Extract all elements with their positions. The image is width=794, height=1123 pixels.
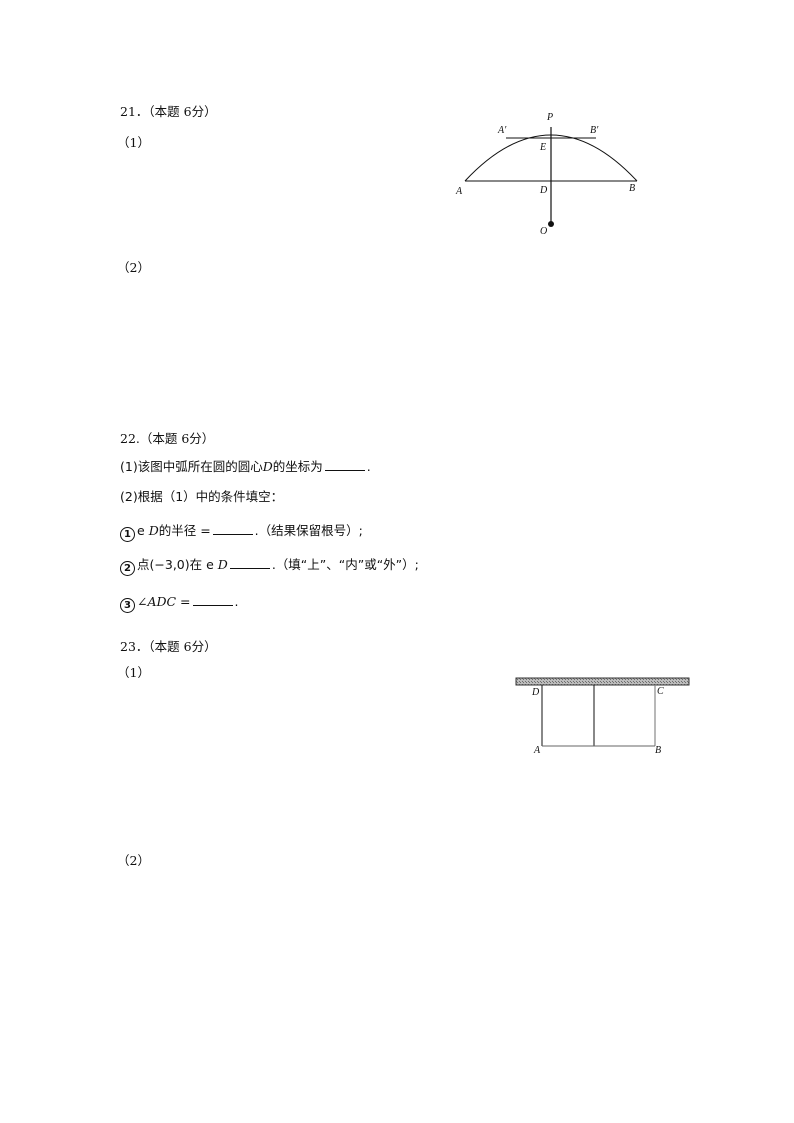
circled-number-1: 1 [120, 527, 135, 542]
q22-item2-prefix: 点 [137, 557, 150, 572]
q22-line1-var: D [262, 459, 273, 474]
q23-part2-label: （2） [117, 853, 150, 868]
answer-blank-2[interactable] [212, 523, 253, 535]
label-C: C [657, 686, 664, 697]
q22-item3-suffix: . [234, 594, 239, 609]
q22-line1-suffix: 的坐标为 [272, 459, 323, 474]
q22-line2: (2)根据（1）中的条件填空： [120, 489, 284, 504]
q22-item2-mid: 在 e [189, 557, 214, 572]
label-D: D [531, 687, 540, 698]
q22-heading: 22.（本题 6分） [120, 431, 215, 446]
label-A-prime: A′ [497, 125, 507, 136]
q22-item2-var: D [217, 557, 228, 572]
q22-item2-suffix: .（填“上”、“内”或“外”）; [271, 557, 419, 572]
q22-item1-suffix: .（结果保留根号）; [254, 523, 363, 538]
label-A: A [455, 186, 463, 197]
circled-number-2: 2 [120, 561, 135, 576]
label-A: A [533, 745, 541, 756]
wall-bar [515, 677, 690, 686]
q23-rectangle-figure: D C A B [515, 677, 690, 756]
label-B: B [629, 183, 635, 194]
answer-blank-1[interactable] [324, 459, 365, 471]
q22-line1-end: . [366, 459, 371, 474]
label-P: P [546, 112, 553, 123]
q21-part1-label: （1） [117, 135, 150, 150]
q22-item3: 3∠ADC =. [120, 594, 239, 613]
circle-symbol: e [137, 523, 145, 538]
answer-blank-3[interactable] [229, 557, 270, 569]
q21-arch-figure: P A′ B′ E A D B O [455, 112, 638, 237]
label-O: O [540, 226, 547, 237]
q22-line1: (1)该图中弧所在圆的圆心D的坐标为. [120, 459, 371, 474]
q22-item1-text: 的半径 = [158, 523, 211, 538]
q22-item2-point: (−3,0) [149, 557, 190, 572]
q21-heading: 21．（本题 6分） [120, 104, 217, 119]
q23-heading: 23．（本题 6分） [120, 639, 217, 654]
q23-part1-label: （1） [117, 665, 150, 680]
label-E: E [539, 142, 546, 153]
q21-part2-label: （2） [117, 260, 150, 275]
q22-line1-prefix: (1)该图中弧所在圆的圆心 [120, 459, 263, 474]
circled-number-3: 3 [120, 598, 135, 613]
answer-blank-4[interactable] [192, 594, 233, 606]
label-B: B [655, 745, 661, 756]
label-D: D [539, 185, 548, 196]
q22-item3-angle: ∠ADC = [137, 594, 191, 609]
label-B-prime: B′ [590, 125, 599, 136]
q22-item1-var: D [148, 523, 159, 538]
